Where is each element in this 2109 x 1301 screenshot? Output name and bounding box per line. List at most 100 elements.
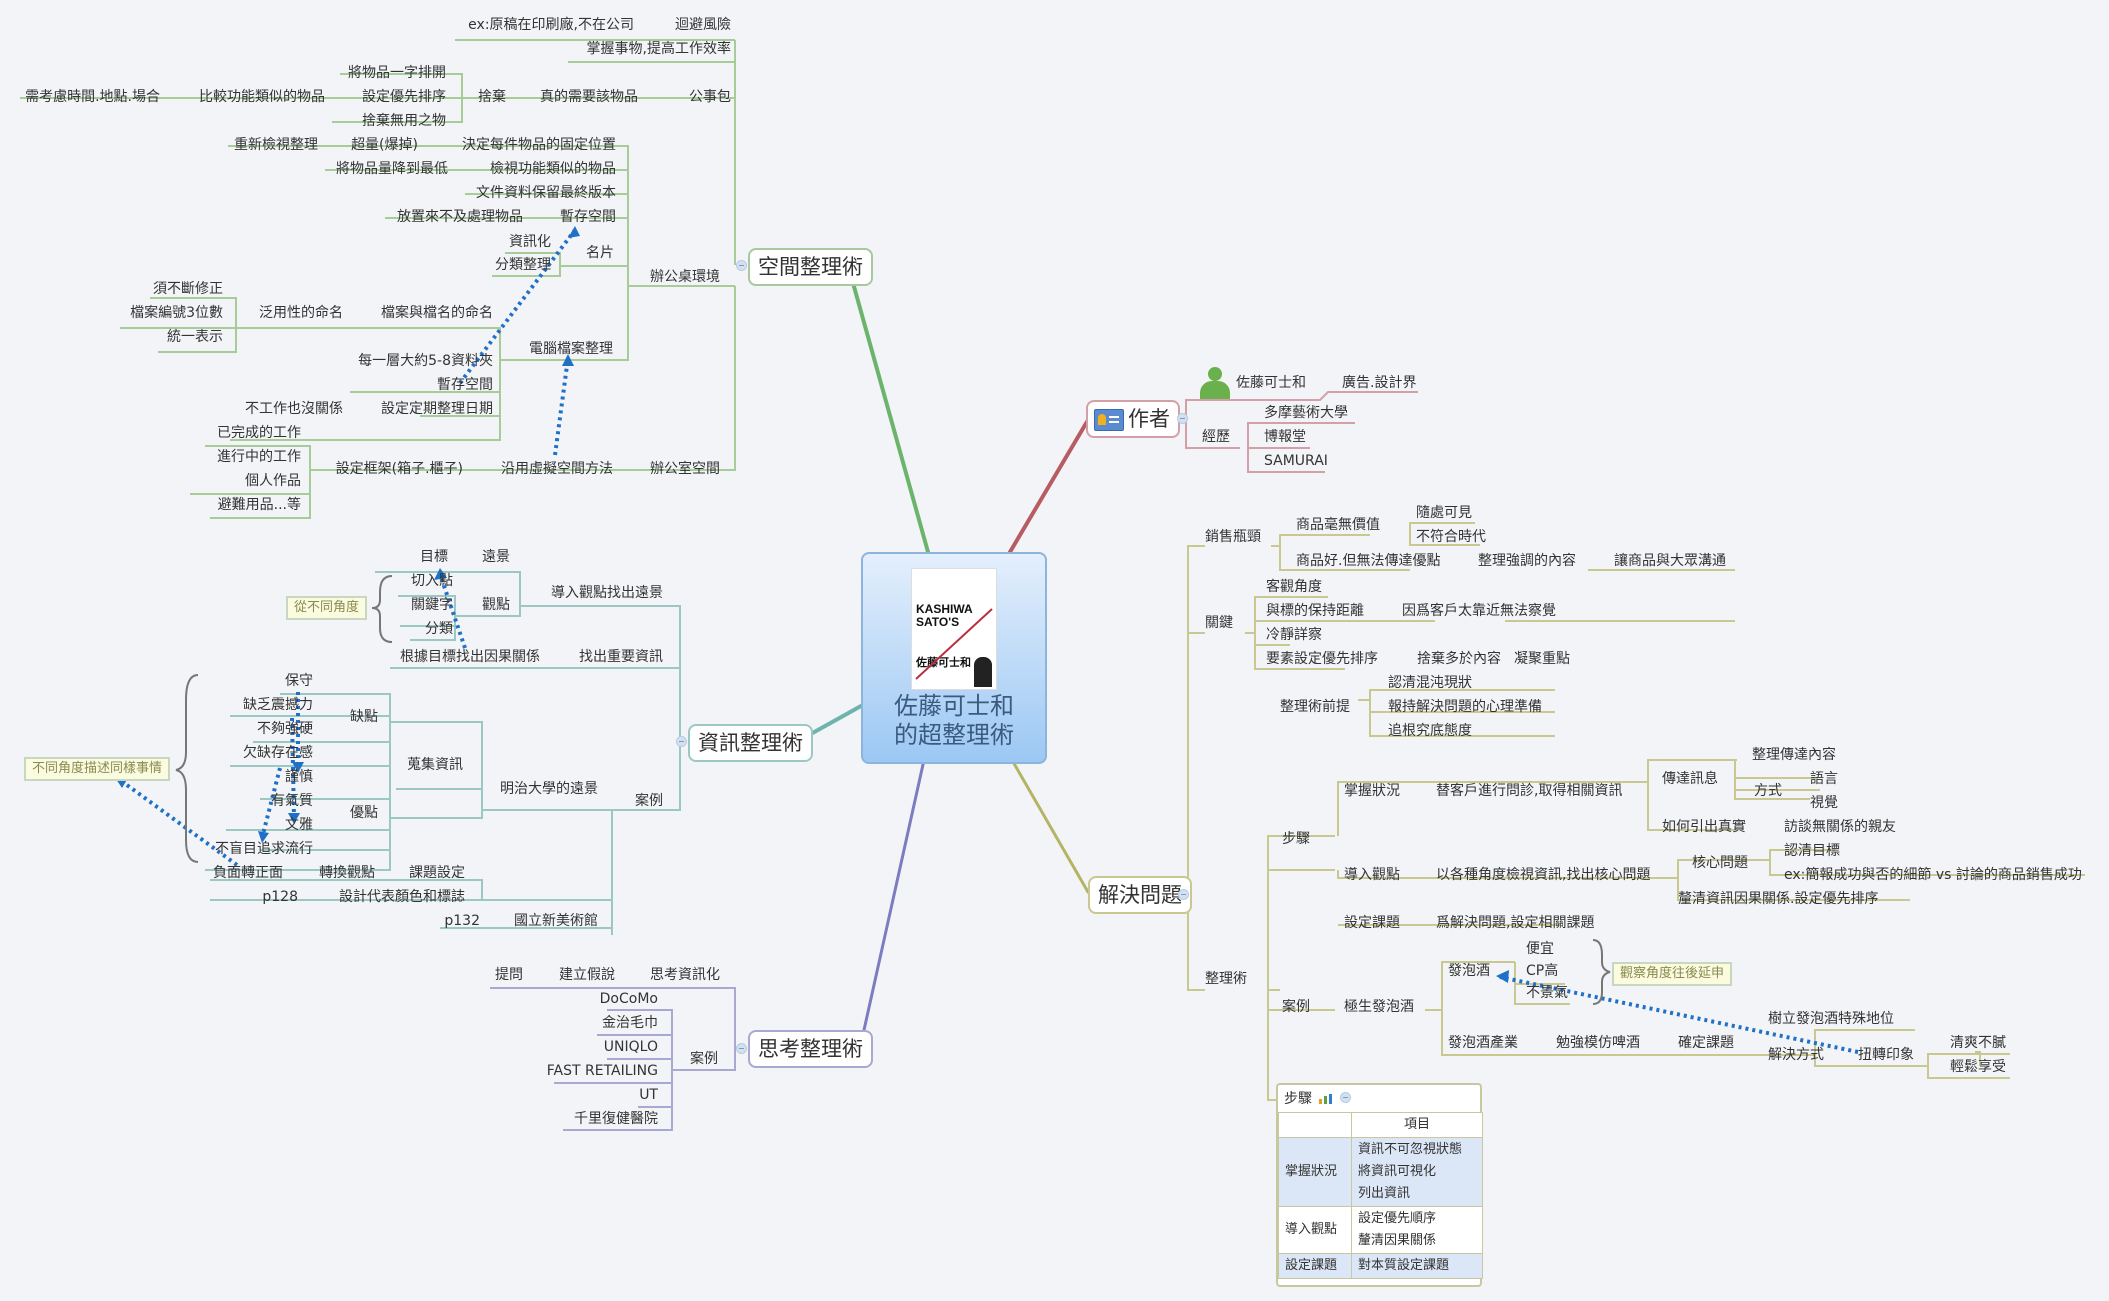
topic-no-work-ok[interactable]: 不工作也沒關係 — [245, 401, 343, 417]
topic-vision[interactable]: 遠景 — [482, 549, 510, 565]
note-same-thing[interactable]: 不同角度描述同樣事情 — [24, 757, 171, 781]
topic-temp-space-desc[interactable]: 放置來不及處理物品 — [397, 209, 523, 225]
topic-careful[interactable]: 謹慎 — [285, 769, 313, 785]
topic-pc-files[interactable]: 電腦檔案整理 — [529, 341, 613, 357]
topic-briefcase[interactable]: 公事包 — [689, 89, 731, 105]
topic-0[interactable]: DoCoMo — [599, 991, 658, 1007]
topic-grasp-situation[interactable]: 掌握狀況 — [1344, 783, 1400, 799]
topic-multi-angle[interactable]: 以各種角度檢視資訊,找出核心問題 — [1436, 867, 1651, 883]
topic-naming[interactable]: 檔案與檔名的命名 — [381, 305, 493, 321]
topic-steps[interactable]: 步驟 — [1282, 831, 1310, 847]
topic-three-digit[interactable]: 檔案編號3位數 — [130, 305, 223, 321]
topic-elegant[interactable]: 文雅 — [285, 817, 313, 833]
topic-strength[interactable]: 優點 — [350, 805, 378, 821]
topic-final-version[interactable]: 文件資料保留最終版本 — [476, 185, 616, 201]
collapse-toggle-icon[interactable] — [1340, 1092, 1351, 1103]
main-topic-space[interactable]: 空間整理術 — [748, 248, 873, 286]
topic-cases[interactable]: 案例 — [690, 1051, 718, 1067]
topic-core-ex[interactable]: ex:簡報成功與否的細節 vs 討論的商品銷售成功 — [1784, 867, 2082, 883]
topic-conservative[interactable]: 保守 — [285, 673, 313, 689]
topic-organize-content[interactable]: 整理傳達內容 — [1752, 747, 1836, 763]
topic-objective[interactable]: 客觀角度 — [1266, 579, 1322, 595]
collapse-toggle-icon[interactable] — [736, 1043, 747, 1054]
topic-solution[interactable]: 解決方式 — [1768, 1047, 1824, 1063]
topic-p128[interactable]: p128 — [262, 889, 298, 905]
topic-line-up[interactable]: 將物品一字排開 — [348, 65, 446, 81]
topic-keep-fixing[interactable]: 須不斷修正 — [153, 281, 223, 297]
topic-no-presence[interactable]: 欠缺存在感 — [243, 745, 313, 761]
topic-schedule[interactable]: 設定定期整理日期 — [381, 401, 493, 417]
topic-5[interactable]: 千里復健醫院 — [574, 1111, 658, 1127]
topic-framework[interactable]: 設定框架(箱子.櫃子) — [335, 461, 463, 477]
topic-everywhere[interactable]: 隨處可見 — [1416, 505, 1472, 521]
topic-find-important[interactable]: 找出重要資訊 — [579, 649, 663, 665]
topic-card[interactable]: 名片 — [586, 245, 614, 261]
topic-focus[interactable]: 凝聚重點 — [1514, 651, 1570, 667]
topic-collect[interactable]: 蒐集資訊 — [407, 757, 463, 773]
topic-viewpoint[interactable]: 觀點 — [482, 597, 510, 613]
topic-keyword[interactable]: 關鍵字 — [411, 597, 453, 613]
main-topic-thinking[interactable]: 思考整理術 — [748, 1030, 873, 1068]
collapse-toggle-icon[interactable] — [1177, 413, 1188, 424]
topic-premise[interactable]: 整理術前提 — [1280, 699, 1350, 715]
main-topic-solve[interactable]: 解決問題 — [1088, 876, 1192, 914]
topic-review-similar[interactable]: 檢視功能類似的物品 — [490, 161, 616, 177]
topic-avoid-risk[interactable]: 迴避風險 — [675, 17, 731, 33]
topic-communicate[interactable]: 讓商品與大眾溝通 — [1614, 553, 1726, 569]
topic-not-trendy[interactable]: 不盲目追求流行 — [215, 841, 313, 857]
topic-3[interactable]: FAST RETAILING — [546, 1063, 658, 1079]
topic-generic-naming[interactable]: 泛用性的命名 — [259, 305, 343, 321]
topic-discard-useless[interactable]: 捨棄無用之物 — [362, 113, 446, 129]
topic-recession[interactable]: 不景氣 — [1526, 985, 1568, 1001]
topic-diagnose[interactable]: 替客戶進行問診,取得相關資訊 — [1436, 783, 1623, 799]
main-topic-author[interactable]: 作者 — [1086, 400, 1180, 438]
topic-category[interactable]: 分類 — [425, 621, 453, 637]
topic-consider[interactable]: 需考慮時間.地點.場合 — [25, 89, 160, 105]
topic-define-task[interactable]: 確定課題 — [1678, 1035, 1734, 1051]
topic-desk-env[interactable]: 辦公桌環境 — [650, 269, 720, 285]
topic-meiji[interactable]: 明治大學的遠景 — [500, 781, 598, 797]
topic-0[interactable]: 多摩藝術大學 — [1264, 405, 1348, 421]
topic-distance[interactable]: 與標的保持距離 — [1266, 603, 1364, 619]
topic-set-related[interactable]: 爲解決問題,設定相關課題 — [1436, 915, 1595, 931]
central-topic[interactable]: KASHIWA SATO'S 佐藤可士和 佐藤可士和 的超整理術 — [861, 552, 1047, 764]
topic-visual[interactable]: 視覺 — [1810, 795, 1838, 811]
topic-really-need[interactable]: 真的需要該物品 — [540, 89, 638, 105]
topic-nact[interactable]: 國立新美術館 — [514, 913, 598, 929]
topic-weakness[interactable]: 缺點 — [350, 709, 378, 725]
topic-compare[interactable]: 比較功能類似的物品 — [199, 89, 325, 105]
topic-grasp[interactable]: 掌握事物,提高工作效率 — [586, 41, 731, 57]
topic-too-close[interactable]: 因爲客戶太靠近無法察覺 — [1402, 603, 1556, 619]
topic-think-info[interactable]: 思考資訊化 — [650, 967, 720, 983]
topic-discard[interactable]: 捨棄 — [478, 89, 506, 105]
topic-4[interactable]: UT — [639, 1087, 658, 1103]
topic-temp-space2[interactable]: 暫存空間 — [437, 377, 493, 393]
topic-cases[interactable]: 案例 — [635, 793, 663, 809]
topic-avoid-risk-ex[interactable]: ex:原稿在印刷廠,不在公司 — [468, 17, 634, 33]
topic-mindset[interactable]: 報持解決問題的心理準備 — [1388, 699, 1542, 715]
topic-industry[interactable]: 發泡酒產業 — [1448, 1035, 1518, 1051]
topic-personal[interactable]: 個人作品 — [245, 473, 301, 489]
topic-special-pos[interactable]: 樹立發泡酒特殊地位 — [1768, 1011, 1894, 1027]
topic-key[interactable]: 關鍵 — [1205, 615, 1233, 631]
topic-field[interactable]: 廣告.設計界 — [1342, 375, 1417, 391]
topic-2[interactable]: UNIQLO — [603, 1039, 658, 1055]
topic-virtual-method[interactable]: 沿用虛擬空間方法 — [501, 461, 613, 477]
topic-gokunama[interactable]: 極生發泡酒 — [1344, 999, 1414, 1015]
topic-clarify-cause[interactable]: 釐清資訊因果關係.設定優先排序 — [1678, 891, 1879, 907]
topic-ongoing-work[interactable]: 進行中的工作 — [217, 449, 301, 465]
topic-classy[interactable]: 有氣質 — [271, 793, 313, 809]
topic-root-cause[interactable]: 追根究底態度 — [1388, 723, 1472, 739]
topic-imitate-beer[interactable]: 勉強模仿啤酒 — [1556, 1035, 1640, 1051]
topic-means[interactable]: 方式 — [1754, 783, 1782, 799]
topic-no-value[interactable]: 商品毫無價值 — [1296, 517, 1380, 533]
topic-set-task[interactable]: 課題設定 — [409, 865, 465, 881]
topic-goal[interactable]: 目標 — [420, 549, 448, 565]
topic-cheap[interactable]: 便宜 — [1526, 941, 1554, 957]
topic-2[interactable]: SAMURAI — [1264, 453, 1328, 469]
topic-entry[interactable]: 切入點 — [411, 573, 453, 589]
topic-switch-view[interactable]: 轉換觀點 — [319, 865, 375, 881]
topic-recognize-chaos[interactable]: 認清混沌現狀 — [1388, 675, 1472, 691]
topic-element-priority[interactable]: 要素設定優先排序 — [1266, 651, 1378, 667]
topic-refreshing[interactable]: 清爽不膩 — [1950, 1035, 2006, 1051]
